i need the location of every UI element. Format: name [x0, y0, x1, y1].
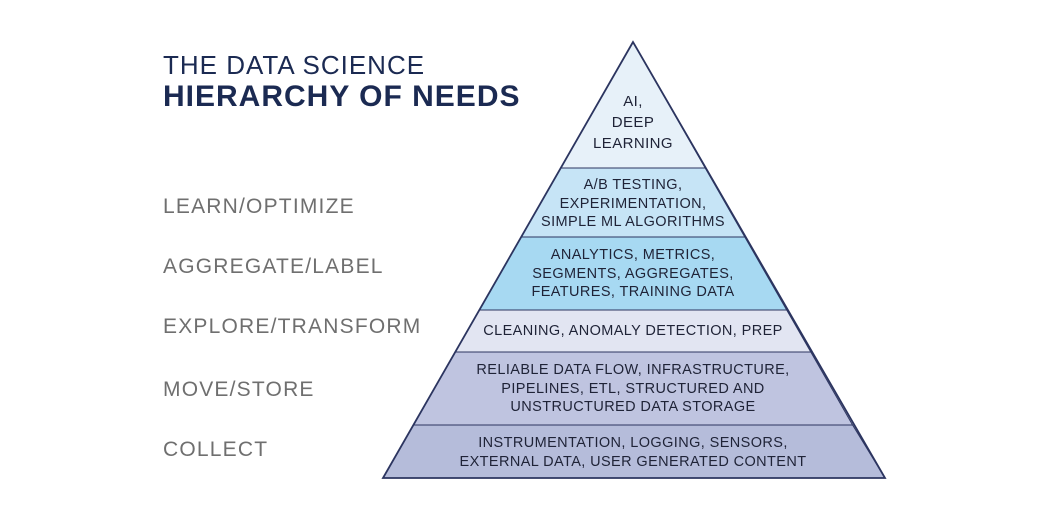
side-label-collect: COLLECT — [163, 438, 269, 461]
page-title-line1: THE DATA SCIENCE — [163, 50, 426, 80]
side-label-explore-transform: EXPLORE/TRANSFORM — [163, 315, 422, 338]
pyramid-level-text-learn-optimize: A/B TESTING, EXPERIMENTATION, SIMPLE ML … — [541, 176, 725, 232]
page-title-line2: HIERARCHY OF NEEDS — [163, 80, 521, 113]
pyramid-level-text-move-store: RELIABLE DATA FLOW, INFRASTRUCTURE, PIPE… — [476, 361, 789, 417]
pyramid-text-line: UNSTRUCTURED DATA STORAGE — [510, 399, 756, 415]
pyramid-text-line: LEARNING — [593, 135, 673, 152]
pyramid-text-line: INSTRUMENTATION, LOGGING, SENSORS, — [478, 435, 788, 451]
pyramid-text-line: FEATURES, TRAINING DATA — [531, 284, 735, 300]
pyramid-text-line: RELIABLE DATA FLOW, INFRASTRUCTURE, — [476, 362, 790, 378]
pyramid-text-line: EXTERNAL DATA, USER GENERATED CONTENT — [459, 454, 807, 470]
pyramid-level-text-ai-deep-learning: AI, DEEP LEARNING — [593, 91, 673, 154]
pyramid-text-line: A/B TESTING, — [583, 177, 683, 193]
page-title: THE DATA SCIENCE HIERARCHY OF NEEDS — [163, 50, 521, 114]
pyramid-level-text-collect: INSTRUMENTATION, LOGGING, SENSORS, EXTER… — [460, 434, 807, 472]
pyramid-text-line: PIPELINES, ETL, STRUCTURED AND — [501, 380, 765, 397]
pyramid-level-text-explore-transform: CLEANING, ANOMALY DETECTION, PREP — [483, 322, 783, 341]
pyramid-outline — [381, 40, 887, 479]
pyramid-text-line: CLEANING, ANOMALY DETECTION, PREP — [483, 323, 783, 339]
pyramid-level-text-aggregate-label: ANALYTICS, METRICS, SEGMENTS, AGGREGATES… — [531, 246, 734, 302]
pyramid-text-line: SIMPLE ML ALGORITHMS — [541, 214, 725, 230]
pyramid-text-line: SEGMENTS, AGGREGATES, — [532, 265, 734, 282]
side-label-learn-optimize: LEARN/OPTIMIZE — [163, 195, 355, 218]
pyramid-text-line: ANALYTICS, METRICS, — [550, 247, 716, 263]
side-label-move-store: MOVE/STORE — [163, 378, 315, 401]
pyramid-text-line: EXPERIMENTATION, — [559, 195, 707, 212]
pyramid-text-line: AI, — [623, 93, 643, 110]
pyramid-text-line: DEEP — [611, 114, 655, 131]
side-label-aggregate-label: AGGREGATE/LABEL — [163, 255, 384, 278]
